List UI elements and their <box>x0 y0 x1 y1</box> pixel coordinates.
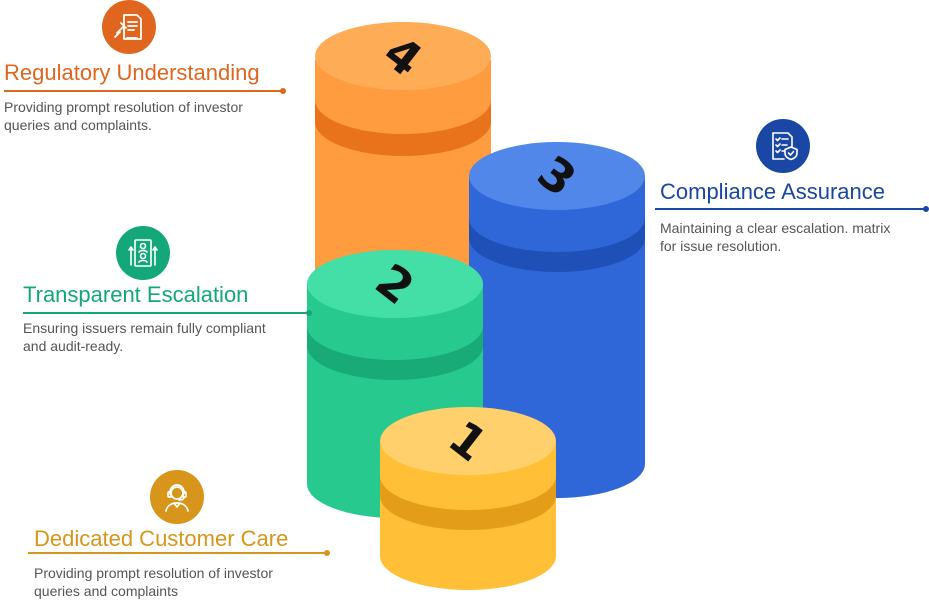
item-dedicated-customer-care: Dedicated Customer Care Providing prompt… <box>28 526 330 599</box>
cylinder-2-band <box>307 326 483 380</box>
cylinder-4-top <box>315 22 491 90</box>
item-title: Compliance Assurance <box>660 179 886 204</box>
gavel-document-icon <box>102 0 156 54</box>
title-divider <box>28 550 330 555</box>
item-regulatory-understanding: Regulatory Understanding Providing promp… <box>4 60 286 133</box>
cylinder-1: 1 <box>380 407 556 590</box>
title-divider <box>23 310 312 315</box>
cylinder-1-top <box>380 407 556 475</box>
item-description: Providing prompt resolution of investor … <box>4 99 243 133</box>
cylinder-2-top <box>307 250 483 318</box>
title-divider <box>655 206 929 211</box>
item-compliance-assurance: Compliance Assurance Maintaining a clear… <box>655 179 929 254</box>
item-title: Dedicated Customer Care <box>34 526 289 551</box>
item-title: Regulatory Understanding <box>4 60 260 85</box>
item-description: Maintaining a clear escalation. matrix f… <box>660 220 891 254</box>
cylinder-1-band <box>380 476 556 530</box>
cylinder-3-top <box>469 142 645 210</box>
item-description: Providing prompt resolution of investor … <box>34 565 273 599</box>
item-title: Transparent Escalation <box>23 282 249 307</box>
item-description: Ensuring issuers remain fully compliant … <box>23 320 266 354</box>
cylinder-4-band <box>315 100 491 156</box>
checklist-shield-icon <box>756 119 810 173</box>
item-transparent-escalation: Transparent Escalation Ensuring issuers … <box>23 282 312 354</box>
title-divider <box>4 88 286 93</box>
people-escalation-icon <box>116 226 170 280</box>
support-agent-icon <box>150 470 204 524</box>
cylinder-3-band <box>469 218 645 272</box>
